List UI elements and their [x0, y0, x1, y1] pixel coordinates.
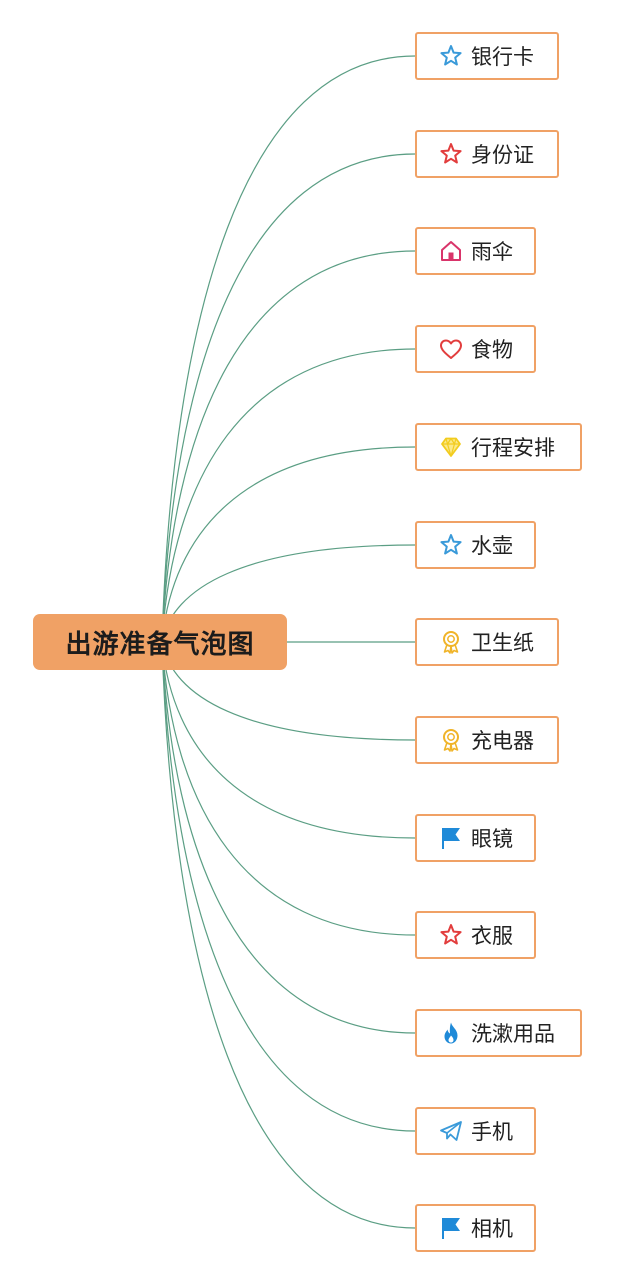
medal-icon: [437, 628, 465, 656]
subtopic-label: 手机: [471, 1120, 513, 1144]
subtopic-node[interactable]: 行程安排: [415, 423, 582, 471]
connector-line: [161, 446, 416, 643]
star-outline-icon: [437, 42, 465, 70]
subtopic-label: 雨伞: [471, 240, 513, 264]
subtopic-label: 食物: [471, 338, 513, 362]
connector-line: [161, 641, 416, 1132]
subtopic-node[interactable]: 食物: [415, 325, 536, 373]
subtopic-label: 衣服: [471, 924, 513, 948]
star-outline-icon: [437, 921, 465, 949]
subtopic-label: 行程安排: [471, 436, 555, 460]
subtopic-node[interactable]: 雨伞: [415, 227, 536, 275]
subtopic-node[interactable]: 洗漱用品: [415, 1009, 582, 1057]
subtopic-node[interactable]: 身份证: [415, 130, 559, 178]
subtopic-node[interactable]: 相机: [415, 1204, 536, 1252]
subtopic-label: 眼镜: [471, 827, 513, 851]
subtopic-node[interactable]: 手机: [415, 1107, 536, 1155]
subtopic-label: 相机: [471, 1217, 513, 1241]
connector-line: [161, 641, 416, 1229]
connector-line: [161, 348, 416, 643]
subtopic-node[interactable]: 衣服: [415, 911, 536, 959]
subtopic-label: 洗漱用品: [471, 1022, 555, 1046]
subtopic-node[interactable]: 水壶: [415, 521, 536, 569]
star-outline-icon: [437, 140, 465, 168]
connector-line: [161, 641, 416, 1034]
flag-icon: [437, 1214, 465, 1242]
connector-line: [161, 55, 416, 643]
subtopic-label: 身份证: [471, 143, 534, 167]
root-topic-label: 出游准备气泡图: [65, 629, 255, 660]
heart-outline-icon: [437, 335, 465, 363]
connector-line: [161, 641, 416, 839]
root-topic[interactable]: 出游准备气泡图: [33, 614, 287, 670]
medal-icon: [437, 726, 465, 754]
subtopic-label: 卫生纸: [471, 631, 534, 655]
flame-icon: [437, 1019, 465, 1047]
flag-icon: [437, 824, 465, 852]
subtopic-label: 水壶: [471, 534, 513, 558]
home-icon: [437, 237, 465, 265]
connector-line: [161, 153, 416, 643]
subtopic-node[interactable]: 眼镜: [415, 814, 536, 862]
diamond-icon: [437, 433, 465, 461]
connector-line: [161, 250, 416, 643]
connector-line: [161, 641, 416, 936]
subtopic-label: 银行卡: [471, 45, 534, 69]
subtopic-label: 充电器: [471, 729, 534, 753]
subtopic-node[interactable]: 银行卡: [415, 32, 559, 80]
paper-plane-icon: [437, 1117, 465, 1145]
star-outline-icon: [437, 531, 465, 559]
subtopic-node[interactable]: 卫生纸: [415, 618, 559, 666]
subtopic-node[interactable]: 充电器: [415, 716, 559, 764]
